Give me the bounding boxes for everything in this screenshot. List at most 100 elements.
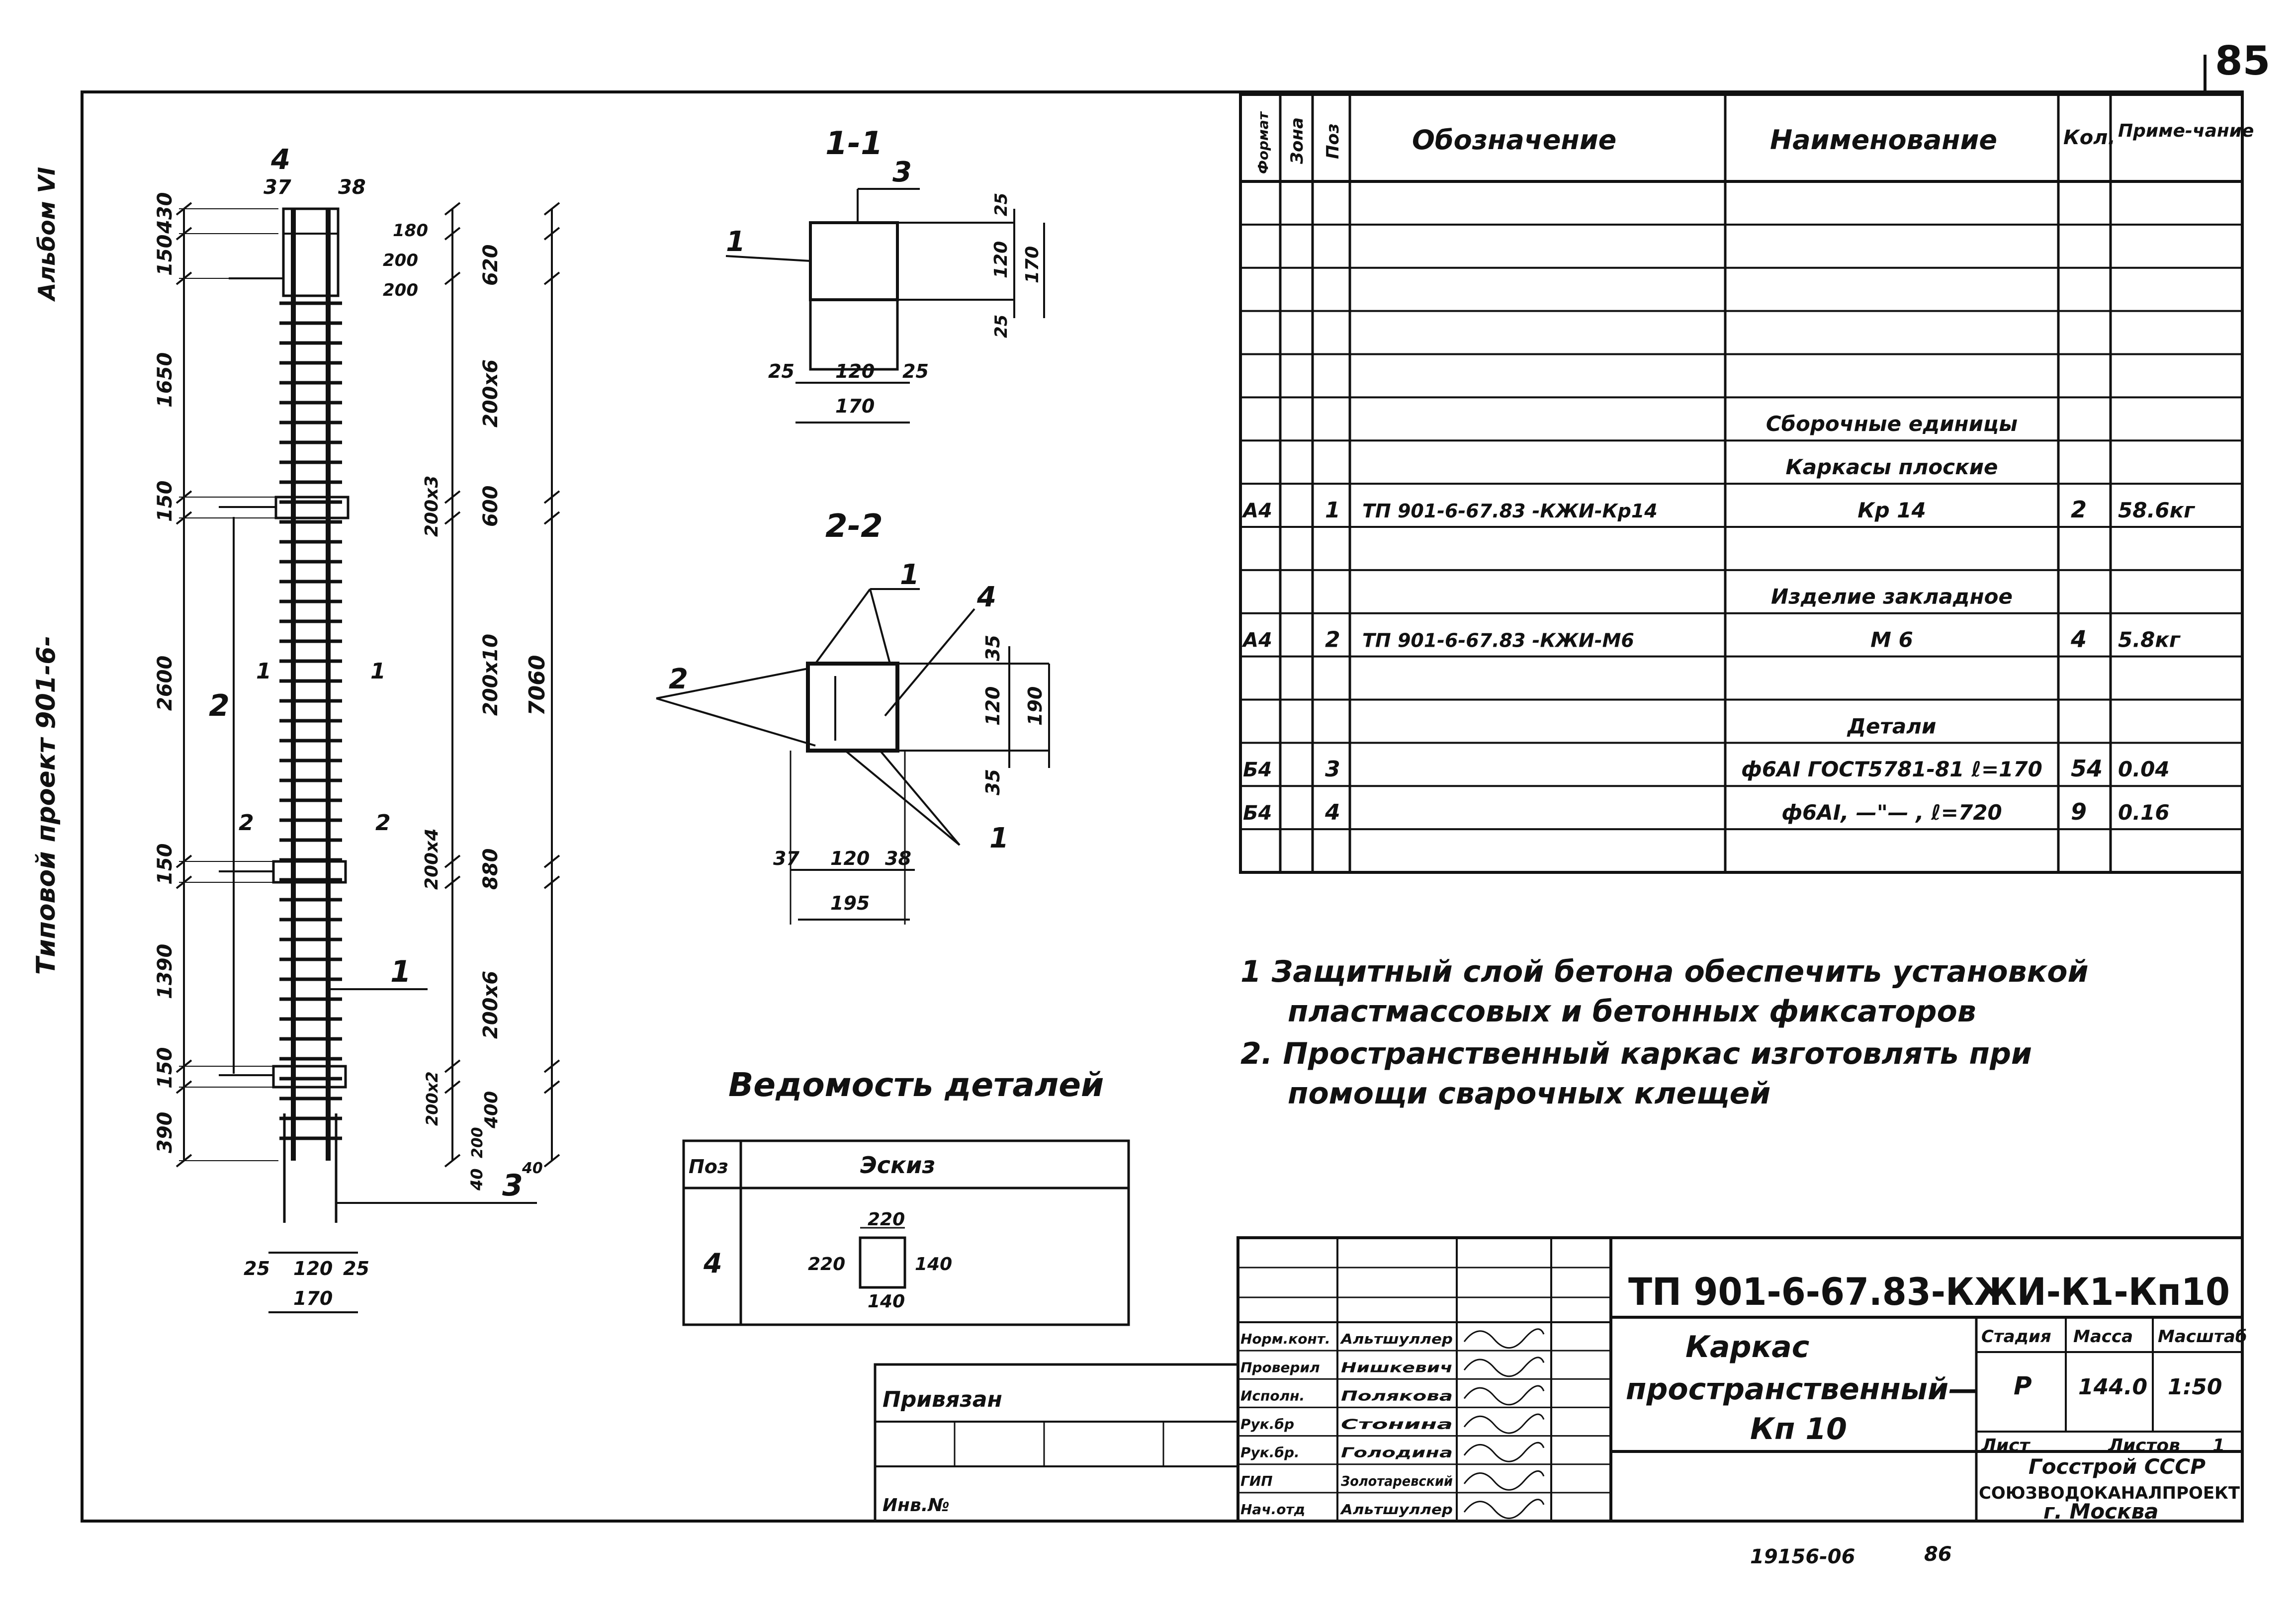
section-1-1-dim: 25	[768, 360, 795, 382]
callout-3: 3	[502, 1168, 523, 1203]
spec-cell-name: Каркасы плоские	[1785, 455, 1998, 479]
section-2-2-title: 2-2	[825, 508, 883, 545]
details-title: Ведомость деталей	[728, 1066, 1104, 1104]
left-dim: 150	[154, 481, 177, 522]
section-1-1-dim: 170	[835, 395, 875, 417]
overall-dim: 7060	[525, 655, 550, 716]
header-mass: Масса	[2073, 1327, 2133, 1347]
note-line: помощи сварочных клещей	[1288, 1076, 1770, 1111]
right-dim: 40	[467, 1168, 486, 1191]
right-dim: 200	[383, 280, 418, 300]
dim-tick	[543, 1154, 560, 1168]
spec-header-name: Наименование	[1770, 124, 1997, 156]
header-scale: Масштаб	[2158, 1327, 2247, 1347]
section-1-1-dim: 170	[1022, 246, 1043, 283]
spec-cell-pos: 2	[1325, 627, 1340, 653]
note-line: 1 Защитный слой бетона обеспечить устано…	[1240, 954, 2089, 989]
binding-label: Привязан	[883, 1387, 1002, 1412]
section-1-1-dim: 25	[991, 315, 1011, 338]
spec-cell-name: ф6АI, —"— , ℓ=720	[1781, 800, 2002, 825]
dim-tick	[543, 202, 560, 216]
section-mark: 2	[239, 810, 254, 836]
right-dim: 200x2	[423, 1071, 442, 1126]
sketch-dim: 220	[868, 1209, 905, 1230]
inv-label: Инв.№	[883, 1495, 950, 1516]
item-name-line: пространственный—	[1626, 1372, 1978, 1407]
spec-cell-name: Изделие закладное	[1771, 585, 2013, 609]
dim-tick	[444, 202, 461, 216]
right-dim: 200x6	[479, 971, 502, 1039]
spec-cell-code: ТП 901-6-67.83 -КЖИ-М6	[1362, 630, 1634, 652]
details-header-pos: Поз	[689, 1156, 728, 1178]
person-name: Альтшуллер	[1340, 1331, 1453, 1347]
section-1-1-callout: 1	[726, 226, 745, 258]
role-label: Рук.бр.	[1240, 1445, 1300, 1461]
sketch-dim: 140	[915, 1254, 952, 1275]
dim-tick	[543, 854, 560, 868]
spec-cell-fmt: А4	[1241, 629, 1272, 652]
dim-tick	[444, 1059, 461, 1073]
spec-header-note: Приме-чание	[2118, 121, 2254, 141]
spec-table-row-lines	[1240, 223, 2242, 831]
dim-tick	[543, 271, 560, 285]
section-2-2-dim: 120	[982, 686, 1004, 726]
elevation-dimension-ticks	[176, 202, 560, 1168]
role-label: Норм.конт.	[1240, 1331, 1330, 1347]
section-2-2-callout: 1	[989, 822, 1009, 854]
signature	[1463, 1499, 1545, 1519]
binder-label: Альбом VI	[33, 167, 60, 302]
section-1-1-dim: 25	[991, 193, 1011, 216]
person-name: Голодина	[1341, 1445, 1453, 1461]
section-2-2-dim: 35	[982, 769, 1004, 795]
cage-elevation	[183, 207, 553, 1313]
signature	[1463, 1470, 1545, 1491]
small-dim: 40	[522, 1160, 543, 1177]
dim-tick	[543, 490, 560, 504]
spec-cell-qty: 9	[2071, 798, 2087, 825]
top-dim-a: 37	[264, 176, 291, 199]
spec-cell-name: ф6АI ГОСТ5781-81 ℓ=170	[1741, 757, 2042, 781]
left-margin-labels: Альбом VI Типовой проект 901-6-	[31, 167, 61, 975]
person-name: Золотаревский	[1340, 1473, 1453, 1489]
spec-header-zone: Зона	[1287, 117, 1307, 165]
left-dim: 150	[154, 1047, 177, 1089]
left-dim: 430	[154, 192, 177, 235]
note-line: 2. Пространственный каркас изготовлять п…	[1240, 1036, 2032, 1071]
dim-tick	[543, 511, 560, 525]
section-1-1-dim: 25	[902, 360, 929, 382]
role-label: Нач.отд	[1240, 1501, 1305, 1518]
left-dim: 390	[154, 1112, 177, 1154]
right-dim: 200x6	[479, 359, 502, 427]
details-pos: 4	[703, 1248, 722, 1279]
section-2-2-dim: 38	[885, 848, 911, 869]
sketch-dim: 220	[808, 1254, 845, 1275]
spec-table-header: Формат Зона Поз Обозначение Наименование…	[1255, 111, 2254, 174]
bottom-dim: 170	[293, 1287, 333, 1309]
spec-cell-note: 0.04	[2118, 757, 2170, 781]
spec-cell-note: 58.6кг	[2118, 498, 2196, 522]
right-dim: 200	[383, 251, 418, 270]
spec-cell-name: Кр 14	[1857, 498, 1926, 522]
section-2-2-dim: 37	[773, 848, 799, 869]
signature	[1463, 1328, 1545, 1349]
footer-code: 19156-06	[1750, 1545, 1855, 1568]
mass-value: 144.0	[2078, 1374, 2147, 1400]
page-number: 85	[2215, 38, 2270, 84]
section-mark: 1	[256, 659, 271, 684]
right-dim: 180	[393, 221, 428, 241]
signature	[1463, 1442, 1545, 1462]
note-line: пластмассовых и бетонных фиксаторов	[1288, 994, 1976, 1029]
spec-header-code: Обозначение	[1412, 124, 1616, 156]
header-stage: Стадия	[1981, 1327, 2051, 1347]
dim-tick	[444, 1154, 461, 1168]
details-header-sketch: Эскиз	[860, 1152, 935, 1179]
spec-cell-qty: 2	[2071, 496, 2087, 523]
spec-cell-qty: 54	[2071, 755, 2103, 782]
left-dim: 150	[154, 844, 177, 885]
role-label: Проверил	[1240, 1359, 1320, 1375]
person-name: Стонина	[1341, 1416, 1453, 1433]
right-dim: 600	[479, 486, 502, 527]
left-dim: 1390	[154, 944, 177, 999]
